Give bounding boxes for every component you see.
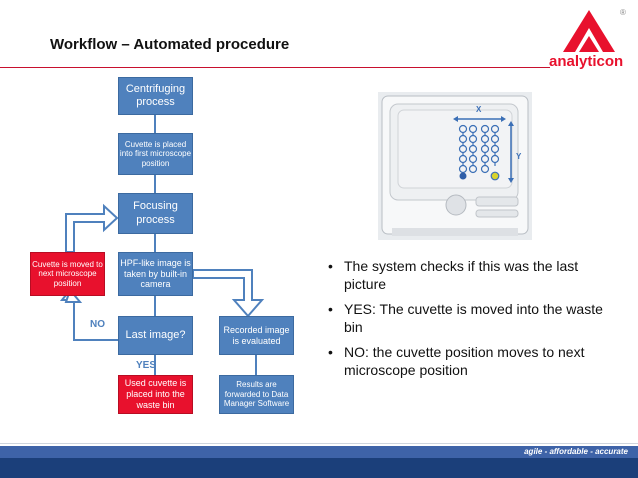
footer-divider xyxy=(0,443,638,444)
x-axis-label: X xyxy=(476,105,482,114)
recorded-image-box: Recorded image is evaluated xyxy=(219,316,294,355)
footer-band-top xyxy=(0,446,638,458)
centrifuging-process-box: Centrifuging process xyxy=(118,77,193,115)
image-taken-box: HPF-like image is taken by built-in came… xyxy=(118,252,193,296)
last-image-decision-box: Last image? xyxy=(118,316,193,355)
page-title: Workflow – Automated procedure xyxy=(50,36,290,53)
cuvette-photo xyxy=(378,92,532,240)
analyticon-logo-icon xyxy=(563,10,615,52)
arrow-no-loop-upper xyxy=(65,203,119,253)
cuvette-placed-box: Cuvette is placed into first microscope … xyxy=(118,133,193,175)
explanation-bullets: The system checks if this was the last p… xyxy=(326,258,616,387)
footer-band-bottom xyxy=(0,458,638,478)
bullet-item: The system checks if this was the last p… xyxy=(326,258,616,293)
footer-tagline: agile - affordable - accurate xyxy=(524,447,628,456)
bullet-item: NO: the cuvette position moves to next m… xyxy=(326,344,616,379)
bullet-item: YES: The cuvette is moved into the waste… xyxy=(326,301,616,336)
focusing-process-box: Focusing process xyxy=(118,193,193,234)
microscope-positions-grid xyxy=(458,124,500,174)
y-axis-label: Y xyxy=(516,152,522,161)
used-cuvette-waste-box: Used cuvette is placed into the waste bi… xyxy=(118,375,193,414)
no-label: NO xyxy=(90,319,105,330)
moved-next-position-box: Cuvette is moved to next microscope posi… xyxy=(30,252,105,296)
logo-wordmark: analyticon xyxy=(549,53,624,70)
registered-mark: ® xyxy=(620,8,626,17)
arrow-image-to-recorded xyxy=(192,269,265,318)
yes-label: YES xyxy=(136,360,157,371)
results-forwarded-box: Results are forwarded to Data Manager So… xyxy=(219,375,294,414)
header-divider xyxy=(0,67,550,68)
